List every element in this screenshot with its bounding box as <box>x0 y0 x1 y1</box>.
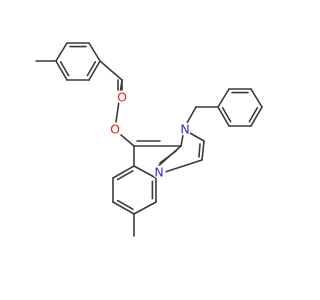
ester-o-vinyl-bond <box>120 134 135 147</box>
bond-b3 <box>250 88 263 108</box>
imid-n3-c2-inner <box>159 150 177 164</box>
atom-O-ester: O <box>108 122 122 137</box>
atom-label-O-ester: O <box>110 122 120 137</box>
bond-t3 <box>88 42 101 62</box>
bond-b6 <box>217 106 230 127</box>
bond-p6 <box>133 165 157 179</box>
bond-p3-inner <box>116 199 134 210</box>
bond-layer <box>35 42 263 237</box>
bond-t4 <box>88 60 101 81</box>
bond-t6-inner <box>59 61 70 77</box>
atom-N-benzyl: N <box>178 122 192 137</box>
imid-n1-c5 <box>189 132 205 142</box>
bond-t4-inner <box>86 61 97 77</box>
atom-label-O-carbonyl: O <box>117 90 127 105</box>
atom-label-layer: O O N N <box>108 90 192 180</box>
imid-c5-c4 <box>201 140 205 161</box>
bond-b4 <box>250 106 263 127</box>
bond-p1 <box>112 165 135 179</box>
atom-label-N-benzyl: N <box>180 122 189 137</box>
molecule-structure-diagram: O O N N <box>35 42 263 237</box>
imid-c2-n1 <box>180 134 184 147</box>
bond-b6-inner <box>221 107 232 123</box>
imid-c4-n3 <box>164 159 203 173</box>
bond-b4-inner <box>248 107 259 123</box>
imid-c5-c4-inner <box>198 143 201 158</box>
atom-O-carbonyl: O <box>115 90 129 105</box>
atom-N-ring: N <box>152 165 166 180</box>
bond-p4 <box>133 201 157 215</box>
n-ch2-bond <box>186 106 197 124</box>
bond-b1 <box>217 88 230 108</box>
bond-p3 <box>112 201 135 215</box>
atom-label-N-ring: N <box>154 165 163 180</box>
bond-t6 <box>55 60 68 81</box>
bond-p1-inner <box>116 170 134 181</box>
bond-aryl-carbonyl <box>99 60 123 81</box>
bond-t1 <box>55 42 68 62</box>
